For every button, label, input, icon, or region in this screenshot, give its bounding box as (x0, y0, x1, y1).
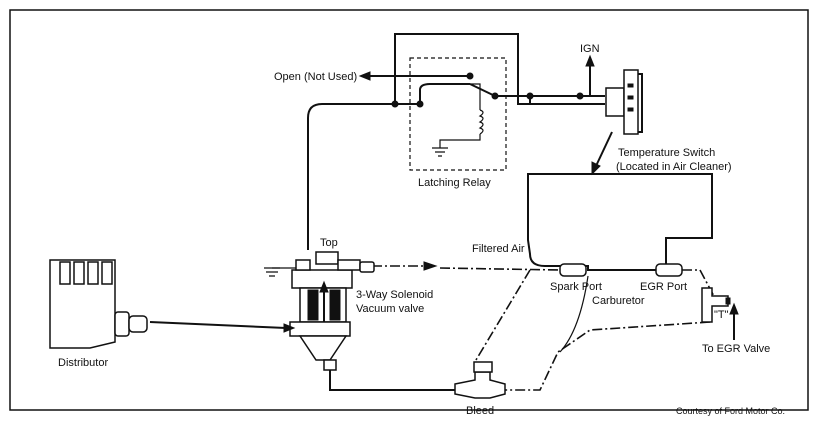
relay-wiring (307, 33, 605, 250)
label-bleed: Bleed (466, 405, 494, 417)
label-solenoid-1: 3-Way Solenoid (356, 289, 433, 301)
label-open-not-used: Open (Not Used) (274, 71, 357, 83)
latching-relay-box (409, 57, 507, 171)
label-carburetor: Carburetor (592, 295, 645, 307)
distributor-icon (49, 259, 148, 349)
label-temp-switch-2: (Located in Air Cleaner) (616, 161, 732, 173)
label-courtesy: Courtesy of Ford Motor Co. (676, 406, 785, 416)
label-to-egr-valve: To EGR Valve (702, 343, 770, 355)
tee-fitting-icon (701, 287, 731, 323)
temperature-switch-icon (605, 69, 643, 135)
label-tee: "T" (714, 309, 729, 321)
air-cleaner-carburetor (527, 173, 713, 277)
label-filtered-air: Filtered Air (472, 243, 525, 255)
diagram-frame (9, 9, 809, 411)
label-latching-relay: Latching Relay (418, 177, 491, 189)
label-distributor: Distributor (58, 357, 108, 369)
label-spark-port: Spark Port (550, 281, 602, 293)
bleed-icon (454, 361, 506, 399)
label-solenoid-2: Vacuum valve (356, 303, 424, 315)
label-temp-switch-1: Temperature Switch (618, 147, 715, 159)
label-egr-port: EGR Port (640, 281, 687, 293)
label-ign: IGN (580, 43, 600, 55)
label-top: Top (320, 237, 338, 249)
solenoid-valve-icon (264, 251, 375, 371)
